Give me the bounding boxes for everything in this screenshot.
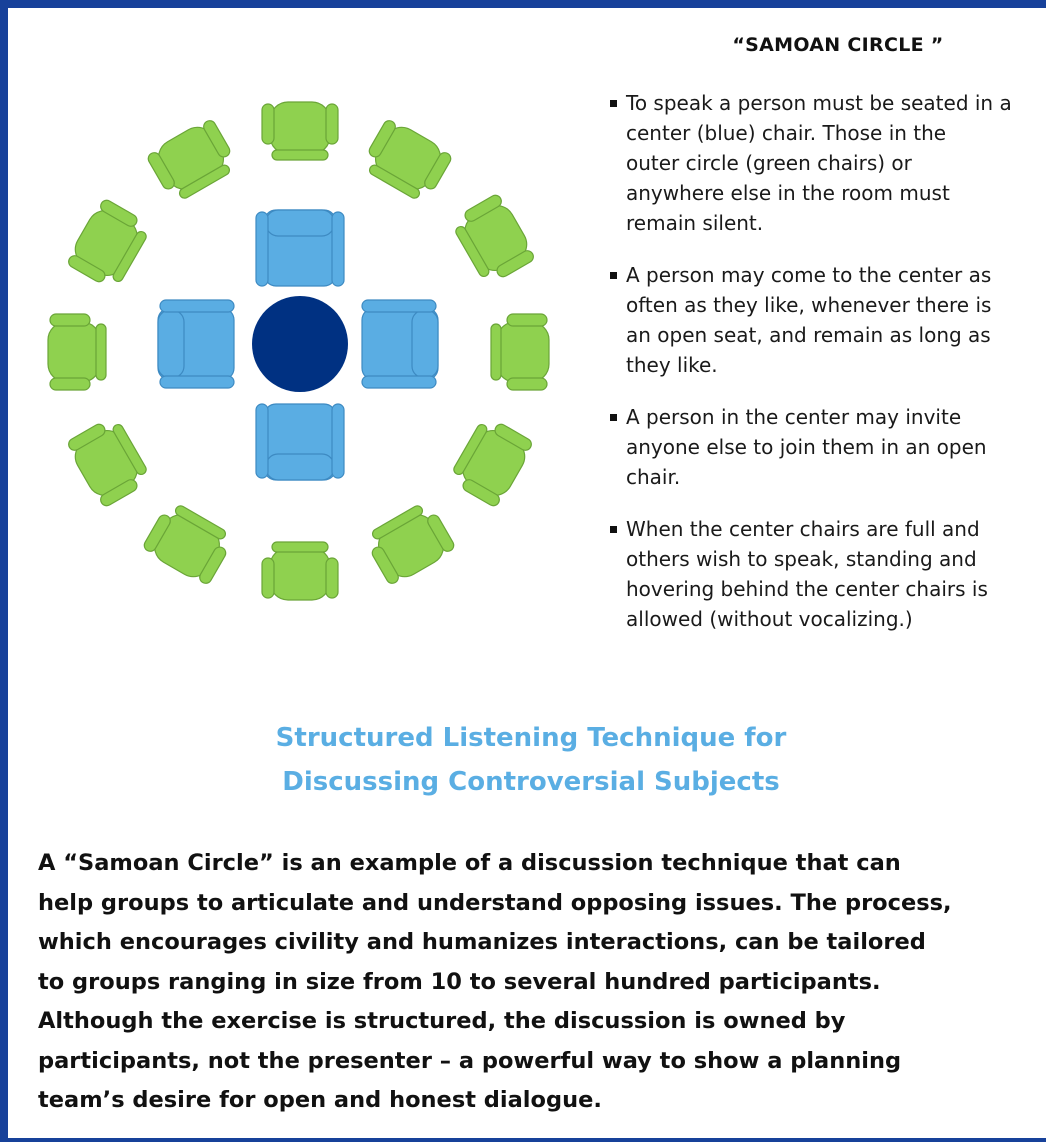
center-chair-left <box>157 299 235 389</box>
rule-text: When the center chairs are full and othe… <box>626 517 988 631</box>
samoan-circle-heading: “SAMOAN CIRCLE ” <box>732 34 944 56</box>
rule-item: A person may come to the center as often… <box>608 260 1046 380</box>
outer-chair-2 <box>358 116 455 206</box>
rule-text: A person may come to the center as often… <box>626 263 992 377</box>
rule-item: When the center chairs are full and othe… <box>608 514 1046 634</box>
rule-text: A person in the center may invite anyone… <box>626 405 987 489</box>
square-bullet-icon <box>610 526 617 533</box>
samoan-circle-diagram <box>32 78 572 638</box>
summary-paragraph: A “Samoan Circle” is an example of a dis… <box>38 850 952 1113</box>
subtitle-line-1: Structured Listening Technique for <box>275 723 787 753</box>
outer-chair-6 <box>361 498 458 588</box>
center-table <box>252 296 348 392</box>
outer-chair-4 <box>490 313 550 391</box>
outer-chair-8 <box>140 498 237 588</box>
outer-chair-1 <box>261 101 339 161</box>
center-chair-bottom <box>255 403 345 481</box>
center-chair-top <box>255 209 345 287</box>
square-bullet-icon <box>610 100 617 107</box>
outer-chair-10 <box>47 313 107 391</box>
outer-chair-7 <box>261 541 339 601</box>
square-bullet-icon <box>610 272 617 279</box>
outer-chair-12 <box>144 116 241 206</box>
subtitle-line-2: Discussing Controversial Subjects <box>282 767 780 797</box>
outer-chair-3 <box>448 191 538 288</box>
rule-item: A person in the center may invite anyone… <box>608 402 1046 492</box>
outer-chair-9 <box>64 413 154 510</box>
outer-chair-11 <box>64 196 154 293</box>
square-bullet-icon <box>610 414 617 421</box>
center-chair-right <box>361 299 439 389</box>
rules-list: To speak a person must be seated in a ce… <box>608 88 1046 656</box>
seating-diagram-svg <box>47 101 550 601</box>
outer-chair-5 <box>446 413 536 510</box>
rule-text: To speak a person must be seated in a ce… <box>626 91 1012 235</box>
rule-item: To speak a person must be seated in a ce… <box>608 88 1046 238</box>
subtitle: Structured Listening Technique for Discu… <box>8 716 1046 804</box>
